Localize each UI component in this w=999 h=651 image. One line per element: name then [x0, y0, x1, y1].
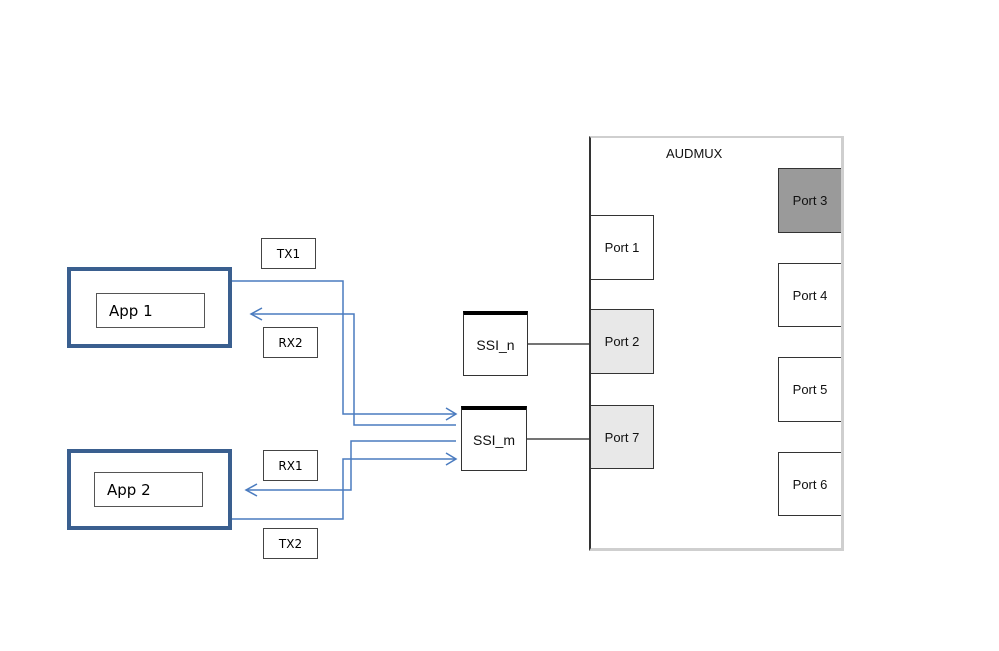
- wire-tx1: [231, 280, 455, 415]
- port-1: Port 1: [591, 215, 654, 280]
- wire-rx2: [251, 313, 456, 426]
- arrowhead-tx1: [445, 407, 458, 421]
- arrowhead-tx2: [445, 452, 458, 466]
- signal-rx2-label: RX2: [263, 327, 318, 358]
- wire-tx2: [231, 458, 455, 520]
- app-1-label: App 1: [96, 293, 205, 328]
- port-6: Port 6: [778, 452, 841, 516]
- port-2: Port 2: [591, 309, 654, 374]
- signal-tx1-label: TX1: [261, 238, 316, 269]
- signal-rx1-label: RX1: [263, 450, 318, 481]
- arrowhead-rx1: [244, 483, 258, 497]
- port-4: Port 4: [778, 263, 841, 327]
- ssi-n-block: SSI_n: [463, 311, 528, 376]
- ssi-m-block: SSI_m: [461, 406, 527, 471]
- app-2-label: App 2: [94, 472, 203, 507]
- signal-tx2-label: TX2: [263, 528, 318, 559]
- arrowhead-rx2: [249, 307, 263, 321]
- port-5: Port 5: [778, 357, 841, 422]
- port-7: Port 7: [591, 405, 654, 469]
- audmux-title: AUDMUX: [666, 146, 723, 161]
- port-3: Port 3: [778, 168, 841, 233]
- wire-rx1: [246, 440, 456, 491]
